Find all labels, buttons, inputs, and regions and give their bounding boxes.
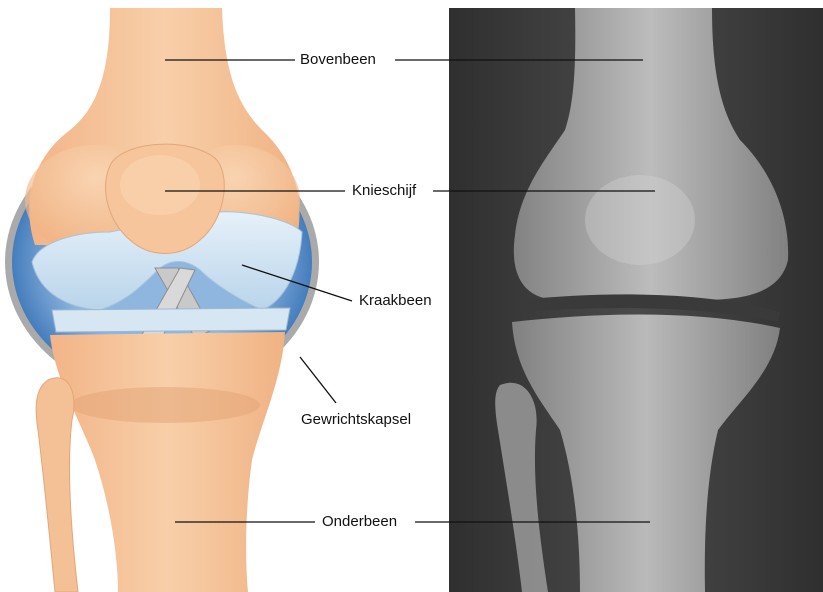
tibia-bone: [50, 332, 285, 592]
leader-joint-capsule: [300, 357, 336, 403]
label-kneecap: Knieschijf: [352, 182, 416, 200]
knee-illustration: [5, 8, 319, 592]
fibula-bone: [36, 378, 78, 592]
label-cartilage: Kraakbeen: [359, 292, 432, 310]
meniscus: [52, 308, 290, 332]
label-tibia: Onderbeen: [322, 513, 397, 531]
label-joint-capsule: Gewrichtskapsel: [301, 411, 411, 429]
label-femur: Bovenbeen: [300, 51, 376, 69]
knee-xray: [449, 8, 823, 592]
